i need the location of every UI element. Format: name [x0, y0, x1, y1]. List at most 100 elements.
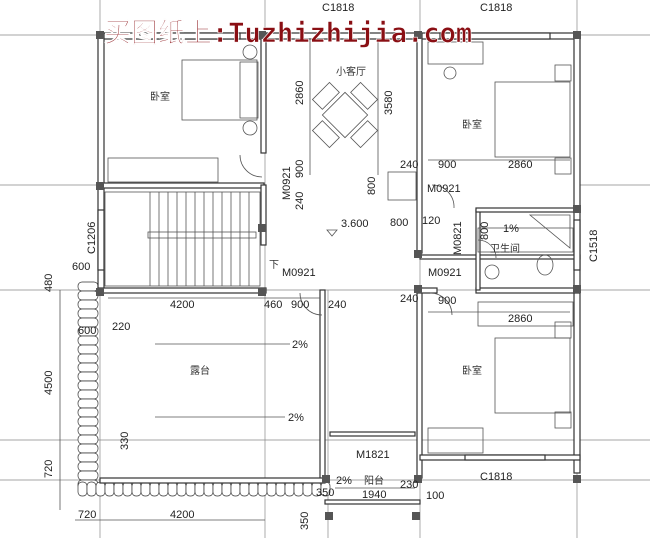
- slope-label: 1%: [503, 223, 519, 235]
- roof-tile: [221, 481, 232, 497]
- door-label: M0921: [281, 166, 293, 200]
- window-label: C1518: [588, 230, 600, 262]
- roof-tile: [77, 308, 99, 319]
- slope-label: 2%: [292, 339, 308, 351]
- door-label: M0921: [428, 267, 462, 279]
- roof-tile: [77, 481, 88, 497]
- furniture: [107, 41, 574, 454]
- roof-tile: [77, 425, 99, 436]
- window-label: C1818: [480, 471, 512, 483]
- roof-tile: [77, 371, 99, 382]
- dimension: 120: [422, 215, 440, 227]
- dimension: 220: [112, 321, 130, 333]
- roof-tile: [293, 481, 304, 497]
- roof-tile: [212, 481, 223, 497]
- roof-tile: [176, 481, 187, 497]
- toilet: [536, 254, 554, 276]
- basin: [484, 264, 500, 280]
- roof-tile: [275, 481, 286, 497]
- dimension-lines: [59, 40, 570, 521]
- dimension: 1940: [362, 489, 386, 501]
- roof-tile: [95, 481, 106, 497]
- door-label: M0921: [282, 267, 316, 279]
- roof-tile: [167, 481, 178, 497]
- roof-tile: [104, 481, 115, 497]
- roof-tile: [113, 481, 124, 497]
- roof-tile: [77, 290, 99, 301]
- roof-tile: [86, 481, 97, 497]
- roof-tile: [239, 481, 250, 497]
- roof-tile: [284, 481, 295, 497]
- roof-tile: [158, 481, 169, 497]
- roof-tile: [77, 434, 99, 445]
- dimension: 900: [438, 159, 456, 171]
- room-label: 露台: [190, 364, 210, 377]
- dimension: 330: [119, 432, 131, 450]
- roof-tile: [77, 443, 99, 454]
- dimension: 900: [291, 299, 309, 311]
- window-label: C1206: [86, 222, 98, 254]
- roof-tile: [266, 481, 277, 497]
- desk-top: [427, 41, 484, 65]
- dimension: 900: [294, 160, 306, 178]
- door-label: M0921: [427, 183, 461, 195]
- dimension: 240: [328, 299, 346, 311]
- roof-tiles: [77, 281, 331, 497]
- roof-tile: [248, 481, 259, 497]
- wardrobe-left: [107, 157, 219, 183]
- roof-tile: [203, 481, 214, 497]
- roof-tile: [77, 380, 99, 391]
- roof-tile: [77, 398, 99, 409]
- roof-tile: [77, 344, 99, 355]
- roof-tile: [140, 481, 151, 497]
- door-label: M0821: [452, 221, 464, 255]
- roof-tile: [77, 353, 99, 364]
- roof-tile: [77, 461, 99, 472]
- dimension: 4200: [170, 509, 194, 521]
- dimension: 100: [426, 490, 444, 502]
- room-label: 小客厅: [336, 65, 366, 78]
- dimension: 3580: [383, 91, 395, 115]
- roof-tile: [77, 335, 99, 346]
- dimension: 600: [78, 325, 96, 337]
- bed-right-bottom: [494, 337, 571, 414]
- dimension: 230: [400, 479, 418, 491]
- dimension: 4200: [170, 299, 194, 311]
- slope-label: 2%: [288, 412, 304, 424]
- elevation-label: 3.600: [341, 218, 369, 230]
- wardrobe-right-bottom: [477, 301, 574, 327]
- watermark: 买图纸上:Tuzhizhijia.com: [104, 17, 472, 49]
- roof-tile: [122, 481, 133, 497]
- roof-tile: [77, 470, 99, 481]
- room-label: 卧室: [462, 364, 482, 377]
- roof-tile: [77, 362, 99, 373]
- stair-down-label: 下: [269, 260, 279, 271]
- room-label: 阳台: [364, 474, 384, 487]
- dimension: 240: [294, 192, 306, 210]
- dimension: 900: [438, 295, 456, 307]
- window-label: C1818: [480, 2, 512, 14]
- roof-tile: [230, 481, 241, 497]
- cabinet: [387, 171, 417, 201]
- room-label: 卫生间: [490, 242, 520, 255]
- tea-table: [311, 81, 379, 149]
- door-label: M1821: [356, 449, 390, 461]
- roof-tile: [77, 452, 99, 463]
- shower: [528, 214, 571, 249]
- dimension: 800: [479, 222, 491, 240]
- roof-tile: [257, 481, 268, 497]
- roof-tile: [77, 389, 99, 400]
- roof-tile: [77, 416, 99, 427]
- roof-tile: [149, 481, 160, 497]
- slope-label: 2%: [336, 475, 352, 487]
- dimension: 4500: [43, 371, 55, 395]
- roof-tile: [185, 481, 196, 497]
- roof-tile: [194, 481, 205, 497]
- bed-left: [181, 59, 258, 121]
- roof-tile: [77, 407, 99, 418]
- window-label: C1818: [322, 2, 354, 14]
- dimension: 720: [78, 509, 96, 521]
- labels: C1818 C1818 C1818 C1518 C1206 M0921 M092…: [43, 2, 600, 530]
- roof-tile: [302, 481, 313, 497]
